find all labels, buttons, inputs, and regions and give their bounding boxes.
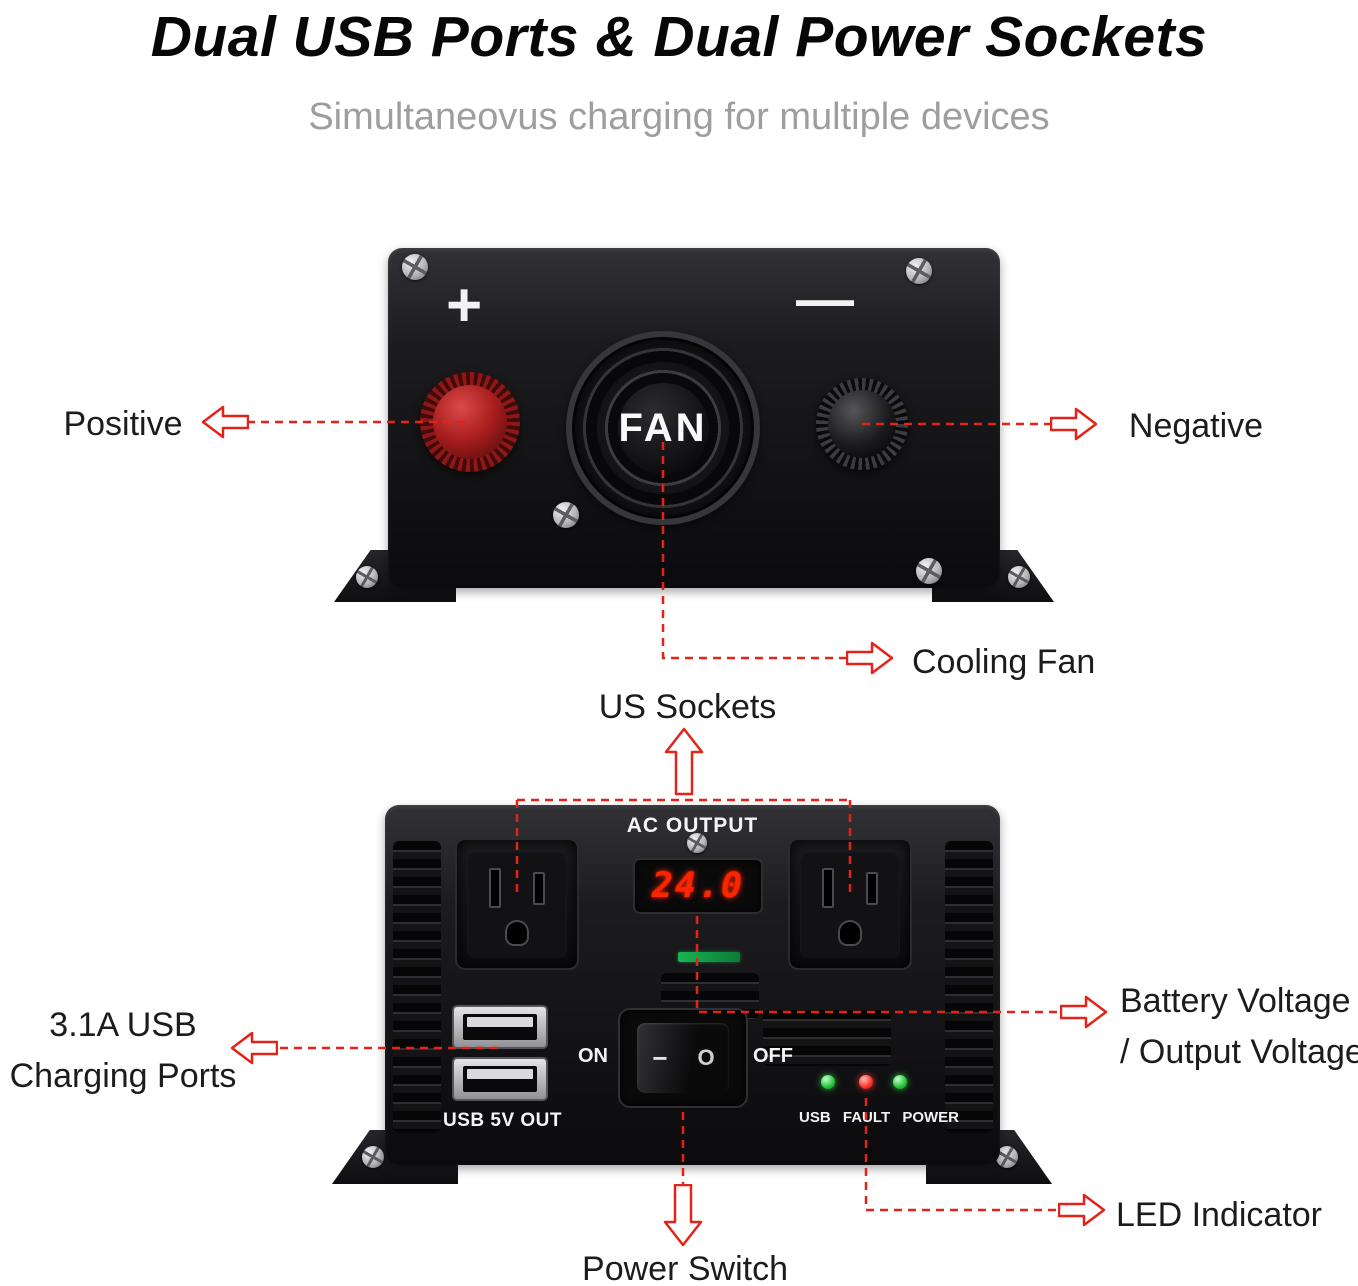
socket-ground-hole — [505, 920, 529, 946]
inverter-panel-view: AC OUTPUT 24.0 — [385, 805, 1000, 1165]
switch-off-mark: O — [697, 1045, 715, 1070]
us-sockets-label: US Sockets — [598, 688, 777, 726]
negative-terminal — [816, 378, 908, 470]
page-subtitle: Simultaneovus charging for multiple devi… — [308, 96, 1050, 138]
arrow-left-icon — [230, 1031, 278, 1065]
inverter-front-view: + — FAN — [388, 248, 1000, 588]
switch-on-label: ON — [578, 1045, 608, 1067]
socket-ground-hole — [838, 920, 862, 946]
arrow-right-icon — [1050, 407, 1098, 441]
usb-slot — [463, 1066, 537, 1092]
usb-port — [452, 1005, 548, 1049]
usb-ports — [452, 1005, 548, 1109]
usb-out-label: USB 5V OUT — [442, 1110, 563, 1131]
socket-slot — [866, 872, 878, 905]
usb-tongue — [467, 1017, 533, 1027]
battery-voltage-line1: Battery Voltage — [1120, 982, 1351, 1020]
power-switch: − O — [618, 1008, 748, 1108]
vent-slots — [393, 841, 441, 1133]
ac-socket-face — [467, 850, 567, 958]
page-title: Dual USB Ports & Dual Power Sockets — [150, 5, 1208, 69]
arrow-right-icon — [1060, 995, 1108, 1029]
usb-tongue — [467, 1069, 533, 1079]
screw-icon — [1008, 566, 1030, 588]
usb-charging-ports-line2: Charging Ports — [9, 1057, 237, 1095]
power-led-label: POWER — [902, 1109, 959, 1126]
vent-slots — [763, 1010, 891, 1066]
socket-slot — [489, 868, 501, 908]
fan-hub: FAN — [617, 382, 709, 474]
cooling-fan: FAN — [566, 331, 760, 525]
cooling-fan-label: Cooling Fan — [912, 643, 1096, 681]
fan-label: FAN — [618, 405, 708, 450]
led-labels: USB FAULT POWER — [799, 1109, 959, 1126]
led-indicator-label: LED Indicator — [1116, 1196, 1322, 1234]
usb-port — [452, 1057, 548, 1101]
positive-label: Positive — [63, 405, 183, 443]
usb-charging-ports-label: 3.1A USB Charging Ports — [8, 1000, 238, 1102]
battery-voltage-line2: / Output Voltage — [1120, 1033, 1358, 1071]
screw-icon — [906, 258, 932, 284]
switch-on-mark: − — [652, 1042, 668, 1073]
usb-charging-ports-line1: 3.1A USB — [49, 1006, 197, 1044]
screw-icon — [402, 254, 428, 280]
ac-socket-left — [455, 838, 579, 970]
battery-voltage-label: Battery Voltage / Output Voltage — [1120, 976, 1358, 1078]
fault-led-label: FAULT — [842, 1109, 891, 1126]
power-switch-label: Power Switch — [582, 1250, 788, 1286]
negative-terminal-cap — [827, 389, 897, 459]
voltage-display: 24.0 — [633, 858, 763, 914]
vent-slots — [945, 841, 993, 1133]
fault-led — [859, 1075, 873, 1089]
negative-label: Negative — [1128, 407, 1264, 445]
positive-terminal — [420, 372, 520, 472]
screw-icon — [687, 833, 707, 853]
usb-slot — [463, 1014, 537, 1040]
power-led — [893, 1075, 907, 1089]
socket-slot — [533, 872, 545, 905]
indicator-bar — [678, 952, 740, 962]
screw-icon — [356, 566, 378, 588]
arrow-left-icon — [201, 405, 249, 439]
power-switch-rocker: − O — [637, 1023, 729, 1093]
voltage-value: 24.0 — [651, 866, 745, 906]
positive-terminal-cap — [433, 385, 507, 459]
usb-led-label: USB — [799, 1109, 831, 1126]
screw-icon — [916, 558, 942, 584]
ac-socket-face — [800, 850, 900, 958]
screw-icon — [553, 502, 579, 528]
negative-symbol: — — [796, 267, 854, 332]
positive-symbol: + — [446, 271, 483, 340]
ac-socket-right — [788, 838, 912, 970]
switch-off-label: OFF — [753, 1045, 793, 1067]
arrow-right-icon — [1058, 1193, 1106, 1227]
arrow-right-icon — [846, 641, 894, 675]
socket-slot — [822, 868, 834, 908]
usb-led — [821, 1075, 835, 1089]
screw-icon — [362, 1146, 384, 1168]
arrow-down-icon — [663, 1184, 703, 1247]
arrow-up-icon — [664, 727, 704, 796]
